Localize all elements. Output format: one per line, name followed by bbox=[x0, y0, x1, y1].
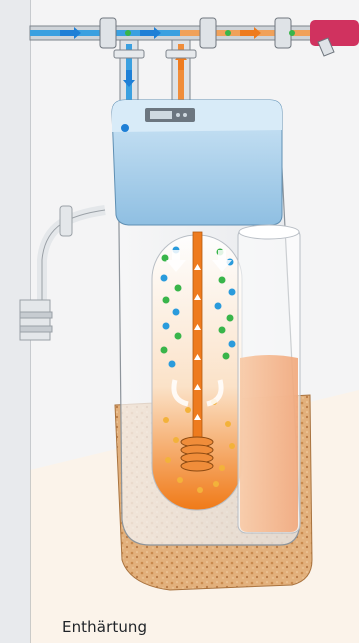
brine-tube bbox=[238, 225, 300, 533]
resin-column bbox=[152, 232, 242, 510]
caption: Enthärtung bbox=[62, 618, 147, 636]
control-head bbox=[112, 100, 282, 225]
strainer bbox=[181, 437, 213, 471]
